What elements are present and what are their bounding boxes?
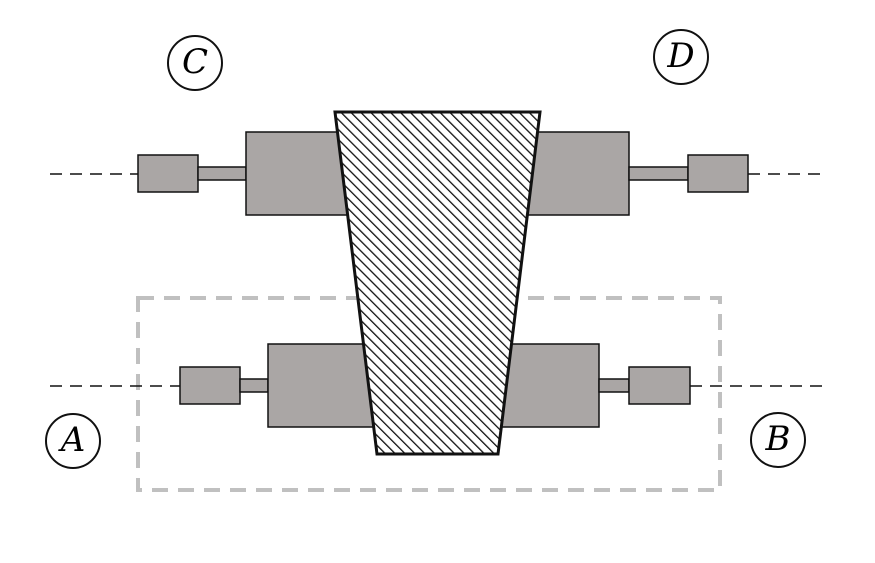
upper-assembly xyxy=(137,131,749,216)
label-a: A xyxy=(58,420,86,460)
upper-right-shaft xyxy=(628,166,689,181)
label-a-circle xyxy=(45,413,101,469)
label-c: C xyxy=(182,42,208,82)
lower-left-shaft xyxy=(239,378,269,393)
label-d-circle xyxy=(653,29,709,85)
label-c-badge: C xyxy=(167,35,223,91)
label-d: D xyxy=(666,36,694,76)
lower-right-main-block xyxy=(494,343,600,428)
label-c-circle xyxy=(167,35,223,91)
lower-left-main-block xyxy=(267,343,379,428)
upper-left-main-block xyxy=(245,131,351,216)
label-d-badge: D xyxy=(653,29,709,85)
lower-assembly xyxy=(179,343,691,428)
upper-left-end-block xyxy=(137,154,199,193)
label-a-badge: A xyxy=(45,413,101,469)
lower-right-shaft xyxy=(598,378,630,393)
upper-right-main-block xyxy=(524,131,630,216)
hatched-trapezoid-wedge xyxy=(333,110,542,456)
label-b-circle xyxy=(750,412,806,468)
upper-left-shaft xyxy=(197,166,247,181)
lower-right-end-block xyxy=(628,366,691,405)
label-b-badge: B xyxy=(750,412,806,468)
upper-right-end-block xyxy=(687,154,749,193)
lower-left-end-block xyxy=(179,366,241,405)
label-b: B xyxy=(765,419,791,459)
